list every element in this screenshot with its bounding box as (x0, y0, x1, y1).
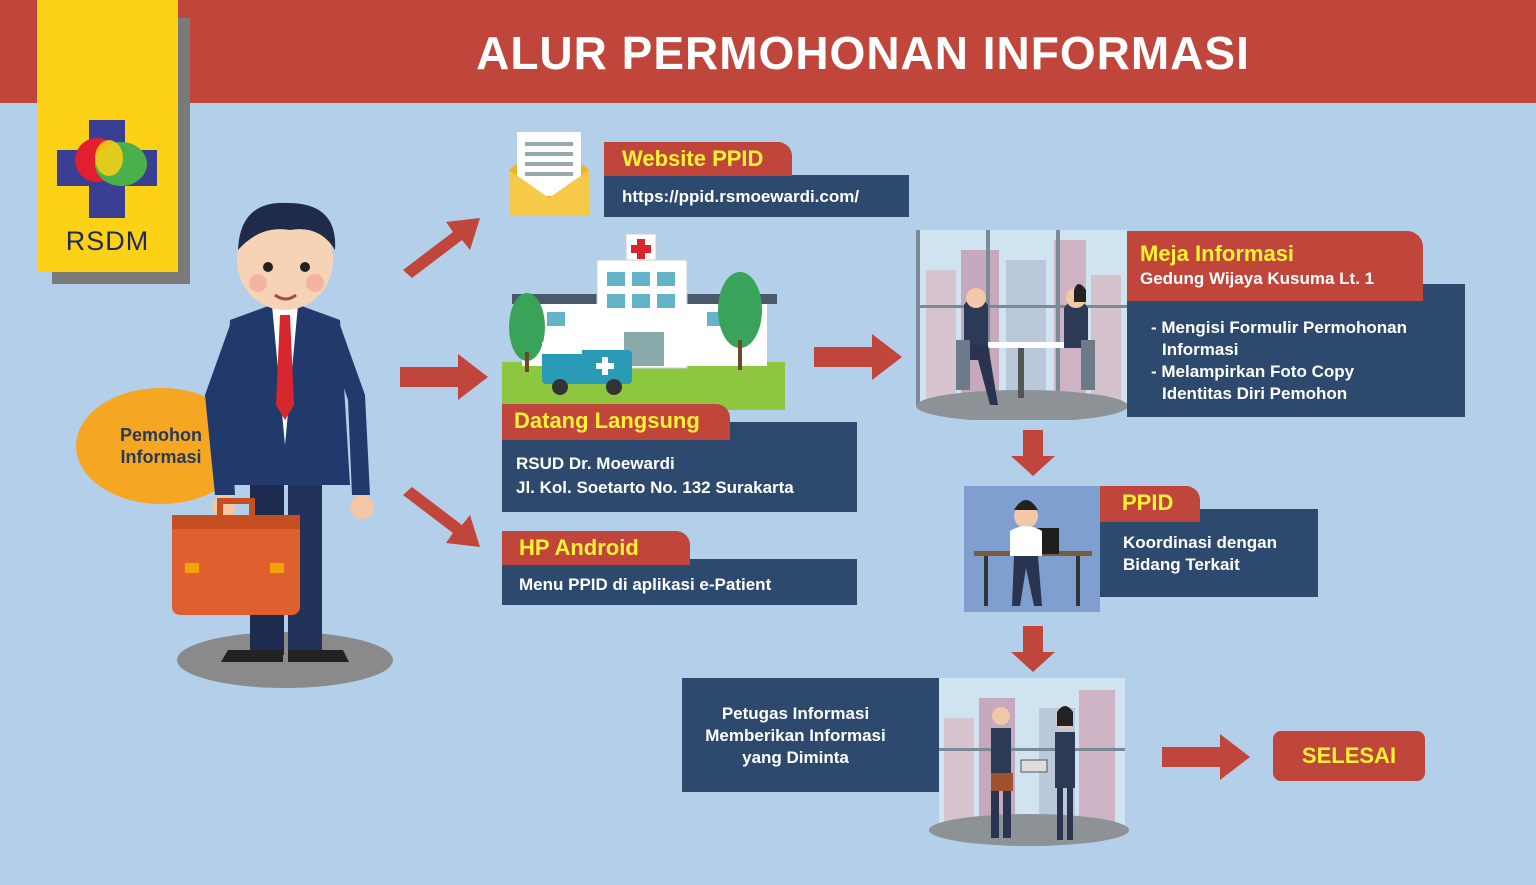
desk-item-2b: Identitas Diri Pemohon (1162, 384, 1348, 403)
website-info-box: https://ppid.rsmoewardi.com/ (604, 175, 909, 217)
officer-line-3: yang Diminta (742, 748, 849, 767)
android-info-box: Menu PPID di aplikasi e-Patient (502, 559, 857, 605)
ppid-info-box: Koordinasi dengan Bidang Terkait (1100, 509, 1318, 597)
logo-panel (37, 0, 178, 272)
arrow-to-officer-icon (1011, 626, 1055, 672)
walkin-label: Datang Langsung (502, 404, 730, 440)
desk-info-box: - Mengisi Formulir Permohonan Informasi … (1127, 284, 1465, 417)
walkin-line-1: RSUD Dr. Moewardi (516, 454, 675, 473)
officer-line-1: Petugas Informasi (721, 704, 870, 723)
logo-text: RSDM (65, 226, 150, 256)
businessman-illustration (172, 202, 393, 688)
desk-item-1b: Informasi (1162, 340, 1239, 359)
officer-line-2: Memberikan Informasi (705, 726, 886, 745)
rsdm-logo-icon (57, 120, 157, 218)
ppid-line-2: Bidang Terkait (1123, 555, 1240, 574)
desk-sub-label: Gedung Wijaya Kusuma Lt. 1 (1140, 269, 1375, 288)
applicant-label-2: Informasi (120, 447, 202, 467)
hospital-illustration (502, 233, 785, 410)
arrow-to-done-icon (1162, 734, 1250, 780)
arrow-to-ppid-icon (1011, 430, 1055, 476)
desk-label: Meja Informasi (1140, 241, 1295, 266)
page-title: ALUR PERMOHONAN INFORMASI (476, 27, 1250, 79)
done-badge: SELESAI (1273, 731, 1425, 781)
ppid-label: PPID (1100, 486, 1200, 522)
arrow-to-walkin-icon (400, 354, 488, 400)
handover-illustration (929, 678, 1129, 846)
arrow-to-website-icon (403, 218, 480, 278)
walkin-line-2: Jl. Kol. Soetarto No. 132 Surakarta (516, 478, 794, 497)
arrow-to-android-icon (403, 487, 480, 547)
website-label: Website PPID (604, 142, 792, 176)
envelope-icon (509, 132, 589, 216)
desk-label-panel: Meja Informasi Gedung Wijaya Kusuma Lt. … (1127, 231, 1423, 301)
desk-item-1a: - Mengisi Formulir Permohonan (1151, 318, 1407, 337)
website-url[interactable]: https://ppid.rsmoewardi.com/ (622, 187, 860, 206)
android-line-1: Menu PPID di aplikasi e-Patient (519, 575, 772, 594)
desk-item-2a: - Melampirkan Foto Copy (1151, 362, 1355, 381)
android-label: HP Android (502, 531, 690, 565)
applicant-label-1: Pemohon (119, 425, 202, 445)
ppid-officer-illustration (964, 486, 1100, 612)
header-banner: ALUR PERMOHONAN INFORMASI (0, 0, 1536, 103)
desk-meeting-illustration (916, 230, 1128, 420)
officer-info-box: Petugas Informasi Memberikan Informasi y… (682, 678, 939, 792)
arrow-to-desk-icon (814, 334, 902, 380)
ppid-line-1: Koordinasi dengan (1123, 533, 1277, 552)
